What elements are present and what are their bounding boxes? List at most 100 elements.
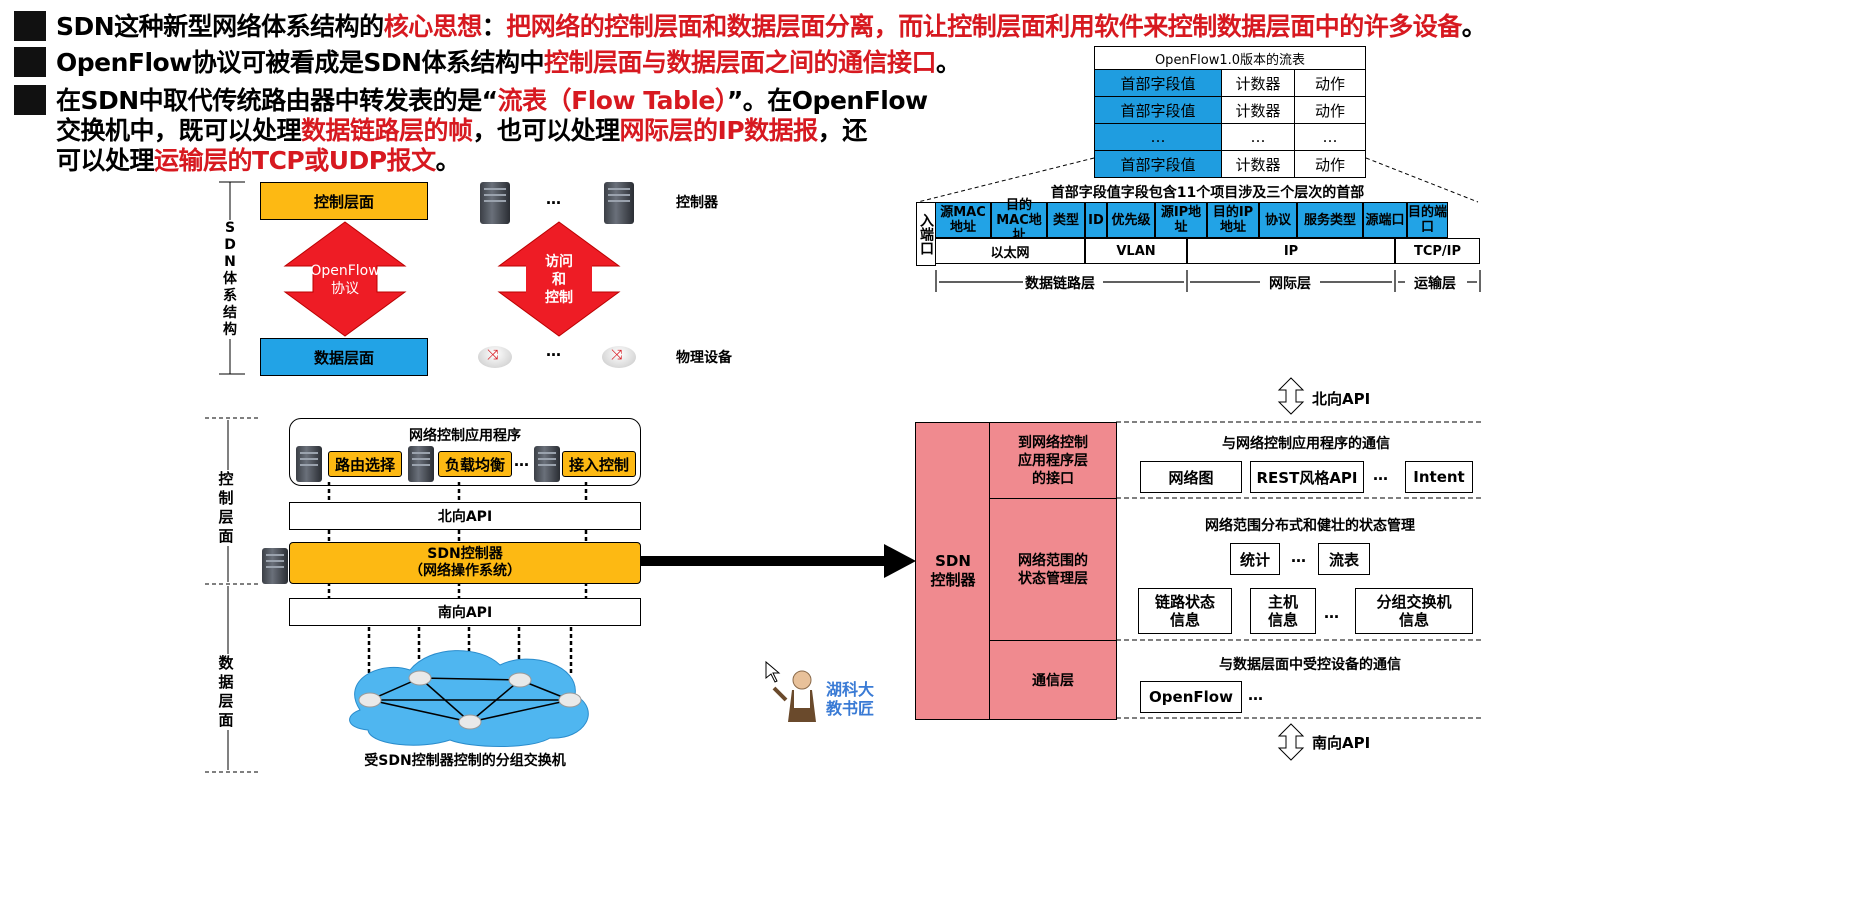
flow-table-box: 流表 — [1318, 543, 1370, 575]
highlight-text: 核心思想 — [383, 12, 483, 41]
layer-brackets — [935, 270, 1481, 292]
bullet-marker — [14, 47, 46, 77]
body-text: 。 — [1461, 12, 1487, 41]
highlight-text: 网际层的IP数据报 — [619, 116, 819, 145]
header-field-cell: 目的IP地址 — [1207, 202, 1259, 238]
flow-table-cell: … — [1221, 123, 1295, 151]
highlight-text: 运输层的TCP或UDP报文 — [154, 146, 436, 175]
communication-layer: 通信层 — [989, 640, 1117, 720]
flow-table-title: OpenFlow1.0版本的流表 — [1094, 46, 1366, 70]
body-text: ”。在OpenFlow — [726, 86, 928, 115]
body-text: 。 — [435, 146, 461, 175]
dots: … — [546, 190, 561, 208]
layer-label: 网际层 — [1269, 276, 1311, 292]
zoom-lines — [917, 157, 1479, 203]
bullet-marker — [14, 85, 46, 115]
flow-table-cell: … — [1294, 123, 1366, 151]
south-api-arrow-icon — [1277, 723, 1305, 761]
sdn-arch-label: SDN体系结构 — [222, 220, 238, 339]
openflow-box: OpenFlow — [1140, 681, 1242, 713]
layer-label: 运输层 — [1414, 276, 1456, 292]
plane-brackets — [205, 417, 260, 773]
dots: … — [1248, 686, 1263, 704]
flow-table-cell: 首部字段值 — [1094, 150, 1222, 178]
state-management-layer: 网络范围的 状态管理层 — [989, 498, 1117, 642]
control-plane-side-label: 控制层面 — [218, 470, 234, 546]
app-load-balancing: 负载均衡 — [438, 451, 512, 477]
link-state-box: 链路状态 信息 — [1138, 588, 1232, 634]
header-group-cell: IP — [1187, 238, 1395, 264]
openflow-arrow-icon — [283, 221, 407, 337]
connection-lines — [327, 482, 588, 680]
dots: … — [546, 342, 561, 360]
highlight-text: 流表（Flow Table） — [497, 86, 728, 115]
highlight-text: 把网络的控制层面和数据层面分离，而让控制层面利用软件来控制数据层面中的许多设备 — [506, 12, 1462, 41]
server-icon — [534, 446, 560, 482]
header-field-cell: 目的端口 — [1407, 202, 1448, 238]
header-fields-caption: 首部字段值字段包含11个项目涉及三个层次的首部 — [1050, 185, 1365, 201]
body-text: 可以处理 — [56, 146, 155, 175]
dots: … — [1373, 466, 1388, 484]
header-field-cell: 类型 — [1047, 202, 1085, 238]
data-plane-side-label: 数据层面 — [218, 654, 234, 730]
server-icon — [262, 548, 288, 584]
logo-line-2: 教书匠 — [826, 699, 875, 718]
server-icon — [604, 182, 634, 224]
server-icon — [296, 446, 322, 482]
flow-table-cell: … — [1094, 123, 1222, 151]
teacher-icon — [765, 660, 816, 722]
body-text: ，也可以处理 — [472, 116, 621, 145]
body-text: ，还 — [817, 116, 868, 145]
dots: … — [514, 452, 529, 470]
openflow-arrow-label: OpenFlow 协议 — [310, 263, 380, 297]
body-text: 。 — [936, 48, 961, 77]
bullet-2: OpenFlow协议可被看成是SDN体系结构中控制层面与数据层面之间的通信接口。 — [56, 48, 961, 78]
header-group-cell: TCP/IP — [1395, 238, 1480, 264]
sec1-title: 与网络控制应用程序的通信 — [1222, 436, 1390, 452]
header-field-cell: ID — [1085, 202, 1107, 238]
apps-title: 网络控制应用程序 — [409, 428, 521, 444]
header-field-cell: 目的MAC地址 — [991, 198, 1047, 243]
flow-table-cell: 计数器 — [1221, 96, 1295, 124]
section-dividers — [1116, 421, 1484, 719]
router-icon — [602, 346, 636, 368]
intent-box: Intent — [1405, 461, 1473, 493]
switch-info-box: 分组交换机 信息 — [1355, 588, 1473, 634]
bullet-3-line-1: 在SDN中取代传统路由器中转发表的是“流表（Flow Table）”。在Open… — [56, 86, 928, 116]
access-control-arrow-icon — [497, 221, 621, 337]
data-plane-box: 数据层面 — [260, 338, 428, 376]
logo-line-1: 湖科大 — [826, 680, 875, 699]
access-control-arrow-label: 访问 和 控制 — [545, 254, 573, 306]
flow-table-cell: 动作 — [1294, 150, 1366, 178]
header-group-cell: VLAN — [1085, 238, 1187, 264]
header-field-cell: 服务类型 — [1297, 202, 1363, 238]
bullet-3-line-2: 交换机中，既可以处理数据链路层的帧，也可以处理网际层的IP数据报，还 — [56, 116, 867, 146]
dots: … — [1324, 604, 1339, 622]
header-field-cell: 协议 — [1259, 202, 1297, 238]
header-field-cell: 优先级 — [1107, 202, 1155, 238]
highlight-text: 控制层面与数据层面之间的通信接口 — [544, 48, 937, 77]
sdn-controller-box: SDN控制器 （网络操作系统） — [289, 542, 641, 584]
control-plane-box: 控制层面 — [260, 182, 428, 220]
sdn-controller-column: SDN 控制器 — [915, 422, 991, 720]
bullet-1: SDN这种新型网络体系结构的核心思想：把网络的控制层面和数据层面分离，而让控制层… — [56, 12, 1487, 42]
switches-caption: 受SDN控制器控制的分组交换机 — [364, 753, 566, 769]
flow-table-cell: 计数器 — [1221, 69, 1295, 97]
body-text: ： — [481, 12, 507, 41]
app-access-control: 接入控制 — [562, 451, 636, 477]
server-icon — [408, 446, 434, 482]
highlight-text: 数据链路层的帧 — [301, 116, 473, 145]
body-text: SDN这种新型网络体系结构的 — [56, 12, 384, 41]
in-port-cell: 入端口 — [916, 202, 936, 266]
flow-table-cell: 首部字段值 — [1094, 69, 1222, 97]
body-text: 在SDN中取代传统路由器中转发表的是“ — [56, 86, 498, 115]
flow-table-cell: 动作 — [1294, 69, 1366, 97]
statistics-box: 统计 — [1230, 543, 1280, 575]
bullet-3-line-3: 可以处理运输层的TCP或UDP报文。 — [56, 146, 461, 176]
body-text: OpenFlow协议可被看成是SDN体系结构中 — [56, 48, 545, 77]
header-field-cell: 源端口 — [1363, 202, 1407, 238]
bullet-marker — [14, 11, 46, 41]
app-interface-layer: 到网络控制 应用程序层 的接口 — [989, 422, 1117, 500]
